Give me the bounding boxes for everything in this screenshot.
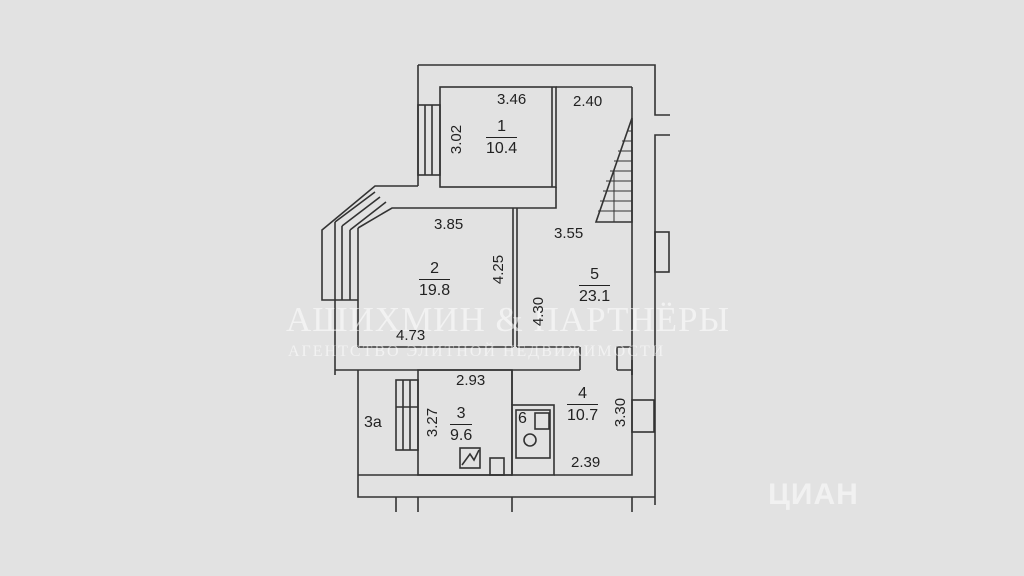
room-4: 4 10.7 bbox=[567, 385, 599, 424]
room-number: 2 bbox=[419, 260, 451, 280]
room-number: 5 bbox=[579, 266, 611, 286]
room-area: 10.4 bbox=[486, 139, 518, 157]
room-number: 3 bbox=[450, 405, 473, 425]
room-6-label: 6 bbox=[518, 410, 527, 427]
dim-room2-side: 4.25 bbox=[490, 254, 508, 285]
room-3a-label: 3а bbox=[364, 414, 382, 431]
watermark-corner-logo: ЦИАН bbox=[768, 478, 859, 511]
watermark-title: АШИХМИН & ПАРТНЁРЫ bbox=[286, 300, 730, 339]
dim-corridor-top: 2.40 bbox=[573, 93, 603, 110]
room-area: 10.7 bbox=[567, 406, 599, 424]
room-5: 5 23.1 bbox=[579, 266, 611, 305]
room-1: 1 10.4 bbox=[486, 118, 518, 157]
dim-room3-side: 3.27 bbox=[424, 407, 442, 438]
room-2: 2 19.8 bbox=[419, 260, 451, 299]
dim-room1-height: 3.02 bbox=[448, 124, 466, 155]
dim-room3-top: 2.93 bbox=[456, 372, 486, 389]
dim-room2-top: 3.85 bbox=[434, 216, 464, 233]
dim-room4-side: 3.30 bbox=[612, 397, 630, 428]
room-3: 3 9.6 bbox=[450, 405, 473, 444]
room-number: 4 bbox=[567, 385, 599, 405]
dim-room2-bottom: 4.73 bbox=[396, 327, 426, 344]
room-number: 1 bbox=[486, 118, 518, 138]
dim-room5-top: 3.55 bbox=[554, 225, 584, 242]
dim-room4-bottom: 2.39 bbox=[571, 454, 601, 471]
dim-room1-width: 3.46 bbox=[497, 91, 527, 108]
room-area: 19.8 bbox=[419, 281, 451, 299]
room-area: 9.6 bbox=[450, 426, 473, 444]
watermark-subtitle: АГЕНТСТВО ЭЛИТНОЙ НЕДВИЖИМОСТИ bbox=[288, 343, 666, 360]
room-area: 23.1 bbox=[579, 287, 611, 305]
dim-room5-side: 4.30 bbox=[530, 296, 548, 327]
